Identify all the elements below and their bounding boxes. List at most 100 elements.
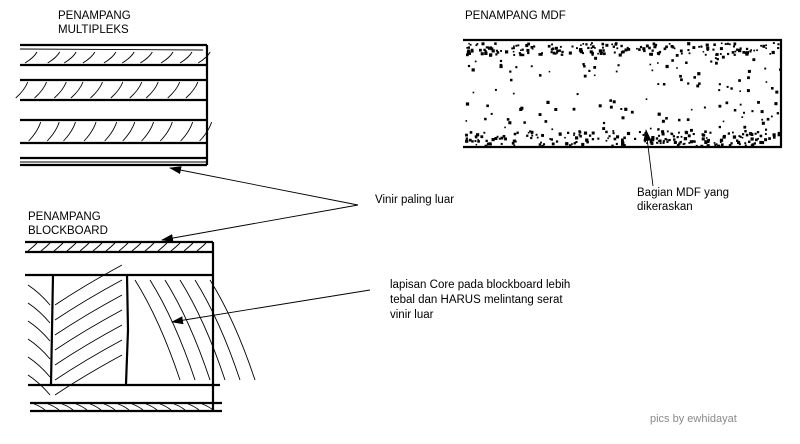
mdf-fiber-dot (657, 140, 660, 142)
mdf-fiber-dot (609, 105, 613, 109)
arrow-to-blockboard-core (171, 289, 371, 325)
mdf-fiber-dot (738, 79, 741, 82)
mdf-fiber-dot (685, 131, 689, 135)
mdf-fiber-dot (680, 52, 683, 55)
mdf-fiber-dot (692, 133, 695, 136)
blockboard-title-line2: BLOCKBOARD (28, 225, 108, 237)
mdf-fiber-dot (726, 42, 729, 45)
mdf-fiber-dot (704, 140, 707, 143)
mdf-fiber-dot (648, 46, 651, 50)
mdf-fiber-dot (495, 49, 498, 52)
grain-stroke (61, 403, 74, 411)
mdf-fiber-dot (692, 140, 695, 143)
mdf-fiber-dot (594, 56, 598, 60)
mdf-fiber-dot (518, 52, 521, 55)
mdf-fiber-dot (722, 120, 725, 123)
mdf-fiber-dot (519, 107, 523, 111)
mdf-fiber-dot (655, 137, 659, 140)
mdf-fiber-dot (627, 48, 631, 51)
mdf-fiber-dot (572, 107, 576, 111)
mdf-fiber-dot (591, 51, 594, 55)
mdf-fiber-dot (542, 143, 546, 146)
mdf-fiber-dot (754, 132, 757, 135)
mdf-fiber-dot (757, 137, 759, 140)
mdf-fiber-dot (559, 45, 562, 48)
mdf-fiber-dot (651, 136, 655, 140)
mdf-fiber-dot (731, 51, 735, 54)
mdf-fiber-dot (472, 91, 475, 94)
mdf-fiber-dot (496, 51, 500, 54)
mdf-fiber-dot (615, 42, 618, 45)
mdf-fiber-dot (762, 44, 766, 48)
mdf-fiber-dot (506, 118, 510, 121)
mdf-fiber-dot (502, 135, 506, 138)
mdf-fiber-dot (756, 131, 760, 134)
mdf-fiber-dot (582, 43, 585, 45)
mdf-fiber-dot (673, 140, 677, 144)
mdf-fiber-dot (616, 135, 620, 139)
mdf-fiber-dot (705, 137, 708, 139)
grain-stroke (185, 81, 199, 99)
mdf-fiber-dot (732, 131, 734, 134)
mdf-fiber-dot (576, 47, 578, 50)
mdf-fiber-dot (519, 53, 523, 57)
mdf-fiber-dot (751, 110, 754, 113)
grain-stroke (92, 242, 103, 252)
mdf-fiber-dot (560, 53, 563, 56)
mdf-fiber-dot (591, 131, 595, 135)
mdf-fiber-dot (605, 130, 608, 134)
mdf-fiber-dot (495, 53, 498, 56)
grain-stroke (47, 403, 60, 411)
grain-stroke (66, 242, 77, 252)
mdf-fiber-dot (505, 50, 509, 54)
grain-stroke (209, 279, 256, 381)
grain-stroke (164, 279, 211, 381)
mdf-fiber-dot (727, 52, 730, 56)
mdf-fiber-dot (724, 43, 727, 45)
mdf-fiber-dot (504, 126, 506, 129)
mdf-fiber-dot (591, 138, 595, 141)
mdf-fiber-dot (590, 43, 592, 46)
veneer-note: Vinir paling luar (375, 194, 454, 206)
grain-stroke (199, 121, 213, 142)
mdf-fiber-dot (523, 121, 526, 124)
mdf-fiber-dot (719, 141, 722, 143)
mdf-fiber-dot (718, 83, 721, 86)
grain-stroke (159, 403, 172, 411)
mdf-fiber-dot (662, 140, 665, 143)
mdf-fiber-dot (644, 140, 646, 143)
mdf-fiber-dot (484, 50, 487, 53)
mdf-fiber-dot (757, 101, 760, 104)
mdf-fiber-dot (747, 76, 750, 80)
mdf-fiber-dot (651, 137, 655, 141)
grain-stroke (24, 51, 38, 64)
mdf-fiber-dot (624, 48, 628, 52)
mdf-fiber-dot (467, 64, 471, 68)
mdf-fiber-dot (651, 49, 654, 52)
mdf-fiber-dot (480, 135, 484, 139)
grain-stroke (140, 51, 153, 64)
grain-stroke (173, 403, 186, 411)
mdf-fiber-dot (752, 58, 756, 62)
mdf-fiber-dot (530, 130, 534, 134)
mdf-fiber-dot (500, 142, 503, 145)
mdf-fiber-dot (579, 135, 582, 138)
mdf-fiber-dot (531, 47, 534, 50)
mdf-fiber-dot (639, 45, 643, 49)
arrow-to-blockboard-veneer (161, 204, 359, 243)
mdf-fiber-dot (726, 85, 729, 88)
mdf-fiber-dot (739, 135, 742, 138)
mdf-fiber-dot (759, 140, 763, 144)
mdf-fiber-dot (680, 135, 683, 138)
mdf-fiber-dot (718, 125, 721, 129)
mdf-fiber-dot (539, 74, 542, 77)
grain-stroke (170, 242, 181, 252)
mdf-fiber-dot (744, 130, 747, 133)
grain-stroke (149, 279, 196, 381)
mdf-fiber-dot (475, 44, 478, 47)
mdf-fiber-dot (598, 104, 602, 108)
mdf-fiber-dot (701, 137, 705, 141)
mdf-fiber-dot (620, 108, 623, 110)
mdf-fiber-dot (649, 63, 652, 66)
mdf-fiber-dot (734, 50, 737, 53)
